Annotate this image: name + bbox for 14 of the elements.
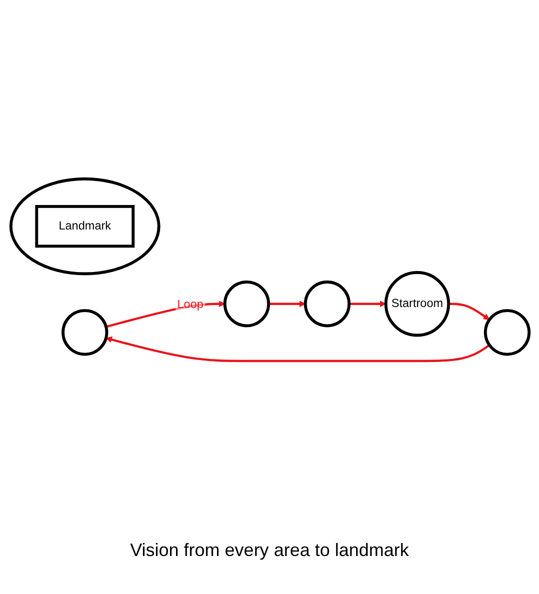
- arrow: [448, 302, 490, 320]
- arrow: [268, 300, 306, 308]
- node-circle: [483, 309, 530, 356]
- edge-label: Loop: [176, 298, 203, 311]
- note-text: Vision from every area to landmark: [129, 540, 410, 561]
- arrow: [105, 336, 490, 362]
- node-circle: [222, 280, 270, 328]
- node-box: Landmark: [34, 205, 134, 248]
- node-circle: [303, 280, 350, 328]
- arrow: [105, 300, 225, 328]
- arrow: [348, 300, 386, 308]
- node-circle: Startroom: [384, 271, 450, 337]
- node-circle: [61, 309, 108, 356]
- cluster: [8, 177, 160, 276]
